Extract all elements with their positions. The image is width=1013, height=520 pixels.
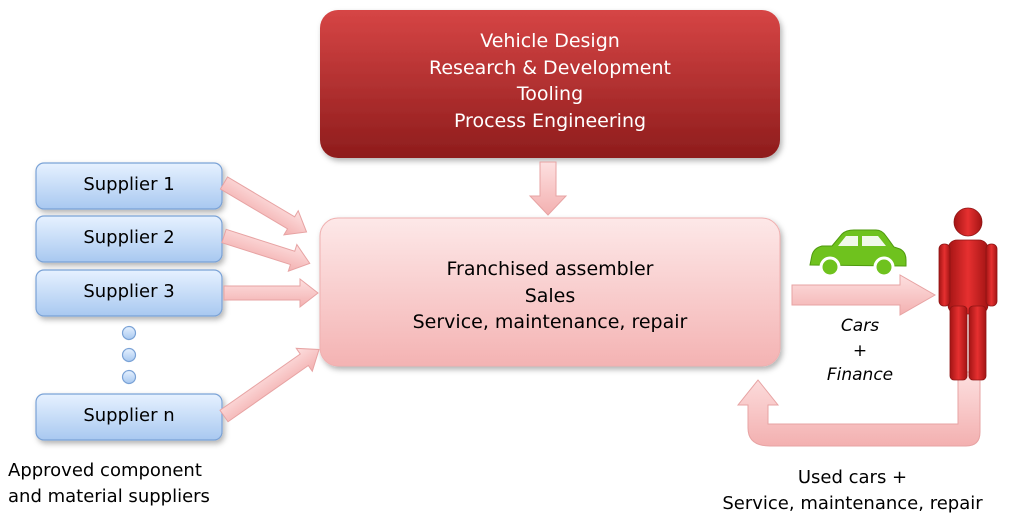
assembler-box-text: Franchised assembler Sales Service, main… (320, 256, 780, 336)
supplier-box-2 (35, 215, 223, 263)
cars-label: Cars (840, 316, 880, 336)
used-cars-label: Used cars + Service, maintenance, repair (700, 465, 1005, 517)
supplier-1-arrow (219, 176, 308, 236)
person-icon (938, 207, 998, 381)
design-box (320, 10, 780, 158)
design-line-1: Vehicle Design (480, 30, 620, 52)
supplier-n-arrow (219, 347, 320, 423)
design-line-2: Research & Development (429, 56, 671, 79)
supplier-2-label: Supplier 2 (83, 227, 175, 248)
used-cars-line-1: Used cars + (797, 467, 908, 488)
supplier-n-label: Supplier n (83, 405, 175, 426)
design-to-assembler-arrow (528, 161, 568, 216)
ellipsis-dots-icon (121, 325, 137, 385)
plus-label: + (852, 340, 868, 361)
cars-finance-arrow (791, 274, 937, 316)
supplier-1-label: Supplier 1 (83, 174, 175, 195)
assembler-line-3: Service, maintenance, repair (412, 311, 688, 334)
suppliers-caption-line-1: Approved component (8, 460, 202, 481)
assembler-line-1: Franchised assembler (446, 258, 654, 280)
design-box-text: Vehicle Design Research & Development To… (320, 28, 780, 134)
used-cars-line-2: Service, maintenance, repair (722, 493, 983, 515)
assembler-box (319, 217, 781, 367)
cars-finance-label: Cars + Finance (800, 314, 920, 388)
supplier-box-3 (35, 269, 223, 317)
suppliers-caption: Approved component and material supplier… (8, 458, 268, 510)
finance-label: Finance (826, 365, 894, 386)
assembler-line-2: Sales (524, 284, 576, 307)
suppliers-caption-line-2: and material suppliers (8, 486, 210, 508)
supplier-3-label: Supplier 3 (83, 281, 175, 302)
car-icon (809, 229, 907, 278)
supplier-box-n (35, 393, 223, 441)
supplier-3-arrow (223, 277, 319, 309)
design-line-3: Tooling (516, 83, 584, 106)
supplier-2-arrow (221, 228, 311, 273)
used-cars-return-arrow (736, 371, 981, 447)
design-line-4: Process Engineering (453, 109, 647, 132)
